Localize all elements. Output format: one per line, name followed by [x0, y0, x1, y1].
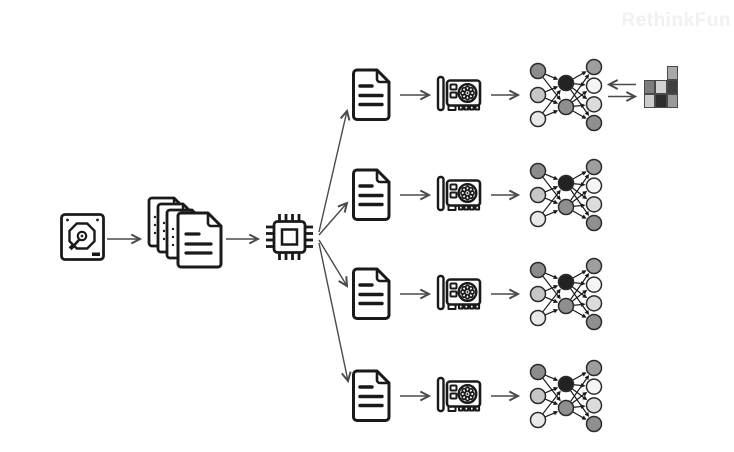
arrow-cpu-to-branch-4: [318, 242, 352, 384]
gpu-icon: [436, 175, 482, 212]
gpu-icon: [436, 376, 482, 413]
document-icon: [352, 68, 391, 121]
neural-network-icon: [529, 158, 603, 232]
weight-cell: [655, 94, 667, 108]
document-stack-icon: [147, 196, 223, 269]
branch-row-1: [352, 58, 605, 132]
weight-cell: [666, 66, 678, 80]
weight-cell: [644, 80, 656, 94]
weight-grid-icon: [644, 66, 678, 108]
gpu-icon: [436, 75, 482, 112]
gpu-icon: [436, 274, 482, 311]
arrow-cpu-to-branch-2: [318, 201, 349, 236]
arrow-cpu-to-branch-3: [318, 239, 349, 288]
document-icon: [352, 267, 391, 320]
neural-network-icon: [529, 359, 603, 433]
branch-row-3: [352, 257, 605, 331]
branch-row-4: [352, 359, 605, 433]
neural-network-icon: [529, 58, 603, 132]
watermark-text: RethinkFun: [621, 10, 731, 31]
weight-cell: [666, 94, 678, 108]
weight-cell: [644, 94, 656, 108]
document-icon: [352, 168, 391, 221]
weight-cell: [655, 80, 667, 94]
hard-drive-icon: [60, 213, 105, 261]
branch-row-2: [352, 158, 605, 232]
document-icon: [352, 369, 391, 422]
cpu-icon: [266, 214, 313, 260]
neural-network-icon: [529, 257, 603, 331]
weight-cell: [666, 80, 678, 94]
arrow-cpu-to-branch-1: [318, 108, 351, 233]
